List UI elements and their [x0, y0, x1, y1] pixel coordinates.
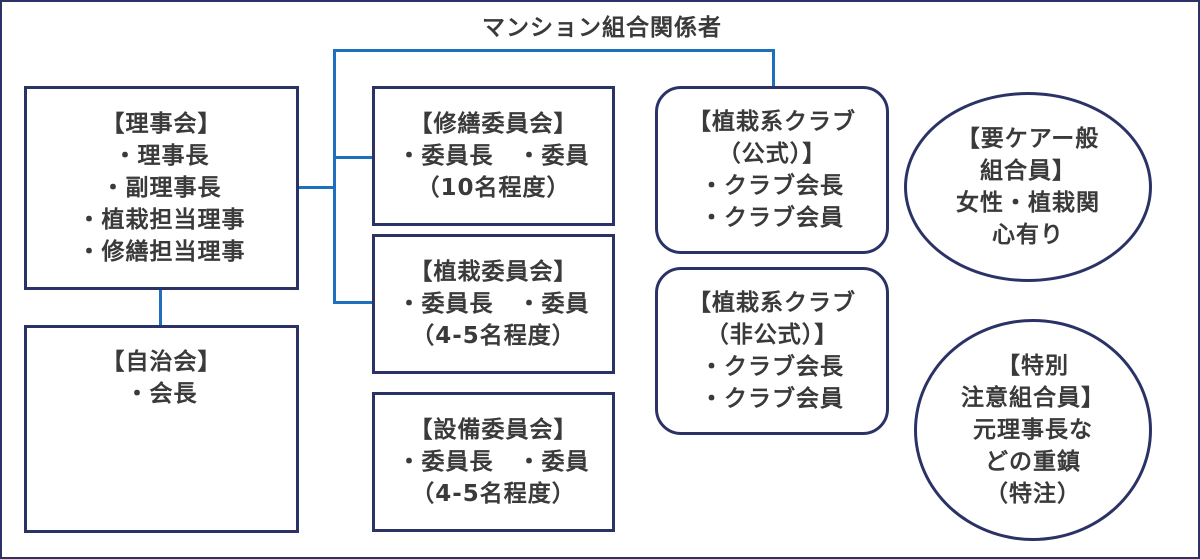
connector-board-to-residents: [159, 289, 162, 327]
special-attention-heading-2: 注意組合員】: [961, 385, 1105, 411]
board-role-repair-director: ・修繕担当理事: [77, 239, 246, 265]
special-attention-desc-1: 元理事長な: [973, 417, 1093, 443]
connector-board-to-trunk: [298, 186, 336, 189]
repair-committee-heading: 【修繕委員会】: [409, 111, 578, 137]
care-needed-heading-1: 【要ケアー般: [956, 126, 1100, 152]
care-needed-heading-2: 組合員】: [980, 158, 1076, 184]
board-heading: 【理事会】: [101, 111, 222, 137]
official-club-role-member: ・クラブ会員: [700, 205, 844, 231]
unofficial-club-heading-1: 【植栽系クラブ: [688, 290, 856, 316]
chart-title: マンション組合関係者: [482, 15, 722, 41]
connector-committee-trunk: [333, 49, 336, 304]
connector-to-repair-committee: [333, 156, 373, 159]
facilities-committee-box: 【設備委員会】 ・委員長 ・委員 （4-5名程度）: [372, 392, 615, 532]
official-club-role-president: ・クラブ会長: [700, 173, 844, 199]
unofficial-club-role-member: ・クラブ会員: [700, 386, 844, 412]
residents-role-president: ・会長: [125, 381, 198, 407]
repair-committee-size: （10名程度）: [416, 175, 571, 201]
connector-top-horizontal: [333, 49, 775, 52]
board-of-directors-box: 【理事会】 ・理事長 ・副理事長 ・植栽担当理事 ・修繕担当理事: [24, 86, 299, 290]
special-attention-desc-2: どの重鎮: [985, 449, 1081, 475]
special-attention-heading-1: 【特別: [997, 353, 1069, 379]
planting-committee-heading: 【植栽委員会】: [409, 259, 578, 285]
special-attention-desc-3: （特注）: [985, 481, 1081, 507]
unofficial-planting-club-box: 【植栽系クラブ （非公式）】 ・クラブ会長 ・クラブ会員: [655, 267, 889, 435]
board-role-chair: ・理事長: [113, 143, 210, 169]
residents-association-box: 【自治会】 ・会長: [24, 325, 299, 533]
care-needed-desc-2: 心有り: [992, 222, 1064, 248]
official-planting-club-box: 【植栽系クラブ （公式）】 ・クラブ会長 ・クラブ会員: [655, 86, 889, 254]
repair-committee-box: 【修繕委員会】 ・委員長 ・委員 （10名程度）: [372, 86, 615, 226]
unofficial-club-role-president: ・クラブ会長: [700, 354, 844, 380]
residents-heading: 【自治会】: [101, 349, 222, 375]
facilities-committee-roles: ・委員長 ・委員: [397, 449, 590, 475]
facilities-committee-size: （4-5名程度）: [411, 481, 576, 507]
official-club-heading-1: 【植栽系クラブ: [688, 109, 856, 135]
planting-committee-size: （4-5名程度）: [411, 323, 576, 349]
care-needed-desc-1: 女性・植栽関: [956, 190, 1100, 216]
official-club-heading-2: （公式）】: [717, 141, 827, 167]
board-role-vice-chair: ・副理事長: [101, 175, 222, 201]
care-needed-members-ellipse: 【要ケアー般 組合員】 女性・植栽関 心有り: [904, 92, 1152, 282]
planting-committee-box: 【植栽委員会】 ・委員長 ・委員 （4-5名程度）: [372, 234, 615, 374]
facilities-committee-heading: 【設備委員会】: [409, 417, 578, 443]
planting-committee-roles: ・委員長 ・委員: [397, 291, 590, 317]
repair-committee-roles: ・委員長 ・委員: [397, 143, 590, 169]
board-role-planting-director: ・植栽担当理事: [77, 207, 246, 233]
connector-top-drop-clubs: [772, 49, 775, 86]
unofficial-club-heading-2: （非公式）】: [705, 322, 839, 348]
connector-to-planting-committee: [333, 301, 373, 304]
special-attention-members-ellipse: 【特別 注意組合員】 元理事長な どの重鎮 （特注）: [914, 319, 1152, 541]
